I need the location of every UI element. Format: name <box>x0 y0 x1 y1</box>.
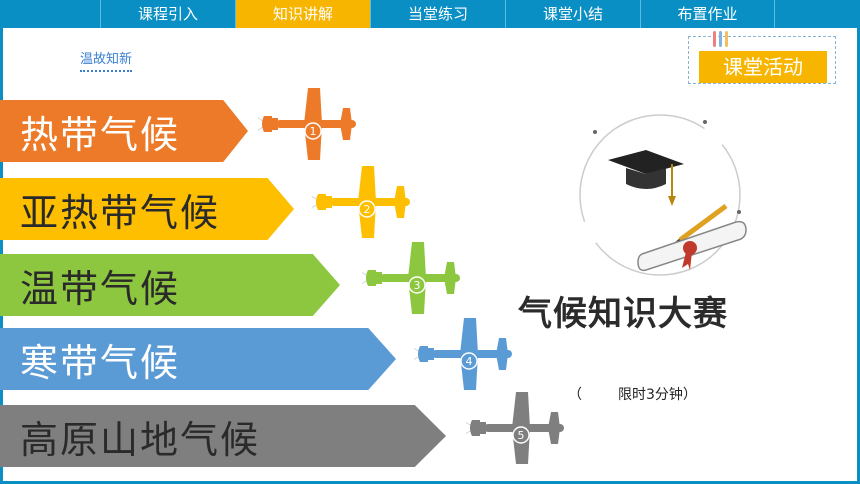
plane-number: 1 <box>310 125 317 138</box>
plane-number: 2 <box>364 203 371 216</box>
review-link[interactable]: 温故知新 <box>80 48 133 72</box>
climate-label: 亚热带气候 <box>20 190 221 235</box>
frame-right <box>857 28 860 484</box>
airplane-icon[interactable]: 3 <box>362 242 462 314</box>
tab-course-intro[interactable]: 课程引入 <box>100 0 235 28</box>
clip-icon <box>719 31 722 47</box>
airplane-icon[interactable]: 2 <box>312 166 412 238</box>
frame-bottom <box>0 481 860 484</box>
clip-icon <box>725 31 728 47</box>
airplane-icon[interactable]: 5 <box>466 392 566 464</box>
tab-knowledge[interactable]: 知识讲解 <box>235 0 370 28</box>
time-limit-open-paren: （ <box>568 387 582 403</box>
top-navigation: 课程引入 知识讲解 当堂练习 课堂小结 布置作业 <box>0 0 860 28</box>
contest-title: 气候知识大赛 <box>518 294 728 334</box>
climate-label: 寒带气候 <box>20 340 181 385</box>
contest-emblem <box>579 114 747 276</box>
climate-arrow-highland[interactable]: 高原山地气候 <box>0 405 446 467</box>
climate-label: 热带气候 <box>20 112 181 157</box>
time-limit-text: 限时3分钟） <box>618 387 697 403</box>
activity-label: 课堂活动 <box>699 51 827 83</box>
tab-practice[interactable]: 当堂练习 <box>370 0 505 28</box>
climate-arrow-subtropical[interactable]: 亚热带气候 <box>0 178 294 240</box>
plane-number: 5 <box>518 429 525 442</box>
tab-summary[interactable]: 课堂小结 <box>505 0 640 28</box>
activity-badge: 课堂活动 <box>688 31 836 84</box>
diploma-scroll-icon <box>637 220 747 272</box>
climate-arrow-frigid[interactable]: 寒带气候 <box>0 328 396 390</box>
plane-number: 3 <box>414 279 421 292</box>
tab-homework[interactable]: 布置作业 <box>640 0 775 28</box>
time-limit-note: （ 限时3分钟） <box>568 384 697 404</box>
airplane-icon[interactable]: 1 <box>258 88 358 160</box>
graduation-cap-icon <box>608 150 684 206</box>
climate-arrow-tropical[interactable]: 热带气候 <box>0 100 248 162</box>
climate-label: 高原山地气候 <box>20 417 261 462</box>
plane-number: 4 <box>466 355 473 368</box>
airplane-icon[interactable]: 4 <box>414 318 514 390</box>
clip-icon <box>713 31 716 47</box>
climate-label: 温带气候 <box>20 266 181 311</box>
climate-arrow-temperate[interactable]: 温带气候 <box>0 254 340 316</box>
